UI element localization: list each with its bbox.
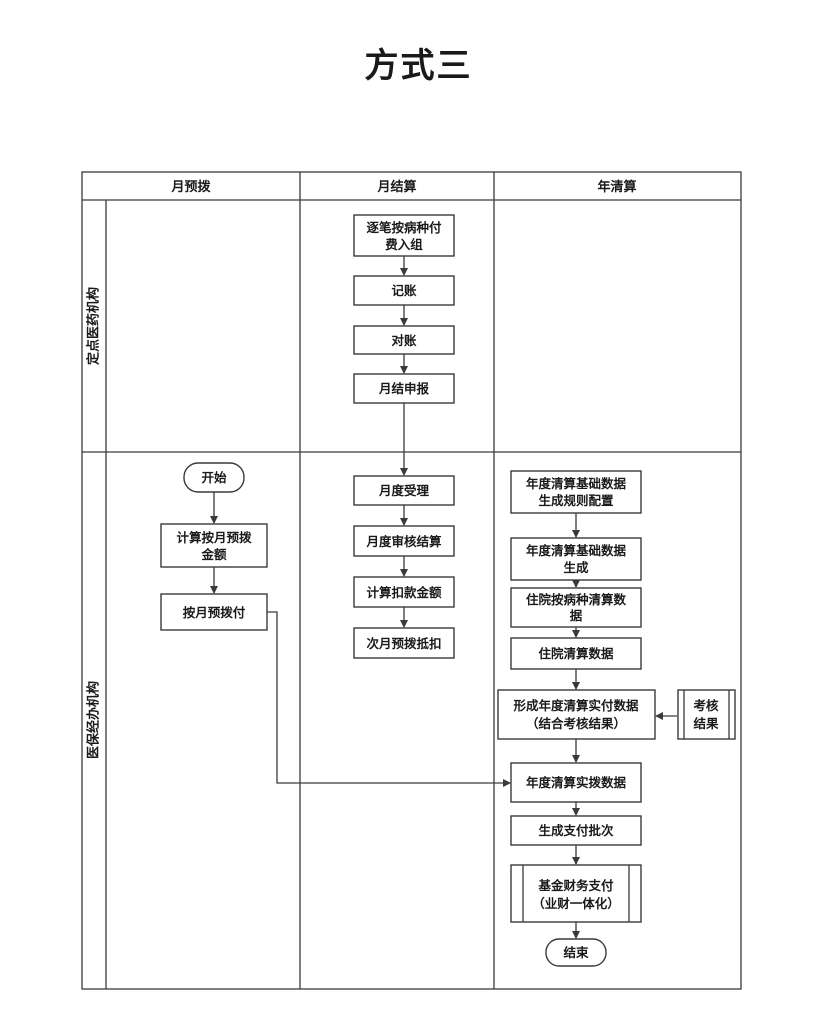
arrow-connector: [267, 611, 511, 787]
node-bookkeeping: 记账: [353, 275, 455, 306]
swimlane-grid: [81, 171, 742, 990]
node-inpatient-clearing-data: 住院清算数据: [510, 637, 642, 670]
node-label: 计算按月预拨: [176, 530, 252, 545]
node-generate-payment-batch: 生成支付批次: [510, 815, 642, 846]
node-label: 住院清算数据: [538, 646, 614, 661]
node-label: 据: [570, 608, 583, 623]
node-reconciliation: 对账: [353, 325, 455, 355]
node-start: 开始: [183, 462, 245, 493]
node-calc-monthly-prepay: 计算按月预拨 金额: [160, 523, 268, 568]
node-label: 基金财务支付: [537, 878, 614, 893]
node-label: 结束: [563, 945, 589, 960]
lane-label-insurance-agency: 医保经办机构: [86, 681, 102, 759]
node-label: 计算扣款金额: [366, 585, 442, 600]
node-monthly-review-settle: 月度审核结算: [353, 525, 455, 557]
node-annual-base-generate: 年度清算基础数据 生成: [510, 537, 642, 581]
node-label: 生成支付批次: [538, 823, 614, 838]
node-label: 形成年度清算实付数据: [513, 698, 639, 713]
node-label: 生成: [563, 560, 589, 575]
node-label: （结合考核结果）: [526, 716, 626, 731]
node-end: 结束: [545, 938, 607, 967]
lane-label-designated-institution: 定点医药机构: [86, 287, 102, 366]
node-per-case-grouping: 逐笔按病种付 费入组: [353, 214, 455, 257]
node-label: 月度受理: [378, 483, 430, 498]
node-label: 对账: [391, 333, 417, 348]
node-label: 开始: [201, 470, 227, 485]
node-label: 住院按病种清算数: [526, 592, 627, 607]
node-label: 年度清算基础数据: [526, 476, 627, 491]
node-form-annual-actual: 形成年度清算实付数据 （结合考核结果）: [497, 689, 656, 740]
node-annual-actual-allocation: 年度清算实拨数据: [510, 762, 642, 803]
node-annual-base-rule-config: 年度清算基础数据 生成规则配置: [510, 470, 642, 514]
node-label: 结果: [693, 716, 719, 731]
node-label: 月度审核结算: [365, 534, 442, 549]
node-monthly-prepay-pay: 按月预拨付: [160, 593, 268, 631]
node-label: 次月预拨抵扣: [366, 636, 441, 651]
node-label: 年度清算实拨数据: [526, 775, 627, 790]
node-label: 月结申报: [378, 381, 430, 396]
node-label: 费入组: [385, 237, 423, 252]
node-label: 考核: [693, 698, 719, 713]
node-label: 记账: [391, 283, 417, 298]
node-label: 逐笔按病种付: [366, 220, 442, 235]
node-assessment-result: 考核 结果: [677, 689, 736, 740]
column-header-monthly-prepay: 月预拨: [170, 179, 211, 195]
node-calc-deduction: 计算扣款金额: [353, 576, 455, 608]
connectors: [210, 256, 677, 939]
node-label: 年度清算基础数据: [526, 543, 627, 558]
node-label: （业财一体化）: [532, 896, 620, 911]
column-header-monthly-settle: 月结算: [376, 179, 416, 195]
node-monthly-declaration: 月结申报: [353, 373, 455, 404]
node-inpatient-case-clearing: 住院按病种清算数 据: [510, 587, 642, 628]
node-label: 金额: [200, 547, 227, 562]
diagram-frame: [81, 171, 742, 990]
node-fund-payment: 基金财务支付 （业财一体化）: [510, 864, 642, 923]
node-next-month-offset: 次月预拨抵扣: [353, 627, 455, 659]
page-title: 方式三: [364, 46, 473, 86]
node-monthly-acceptance: 月度受理: [353, 475, 455, 506]
column-header-annual-clearing: 年清算: [597, 179, 636, 195]
node-label: 生成规则配置: [538, 493, 614, 508]
node-label: 按月预拨付: [183, 605, 246, 620]
